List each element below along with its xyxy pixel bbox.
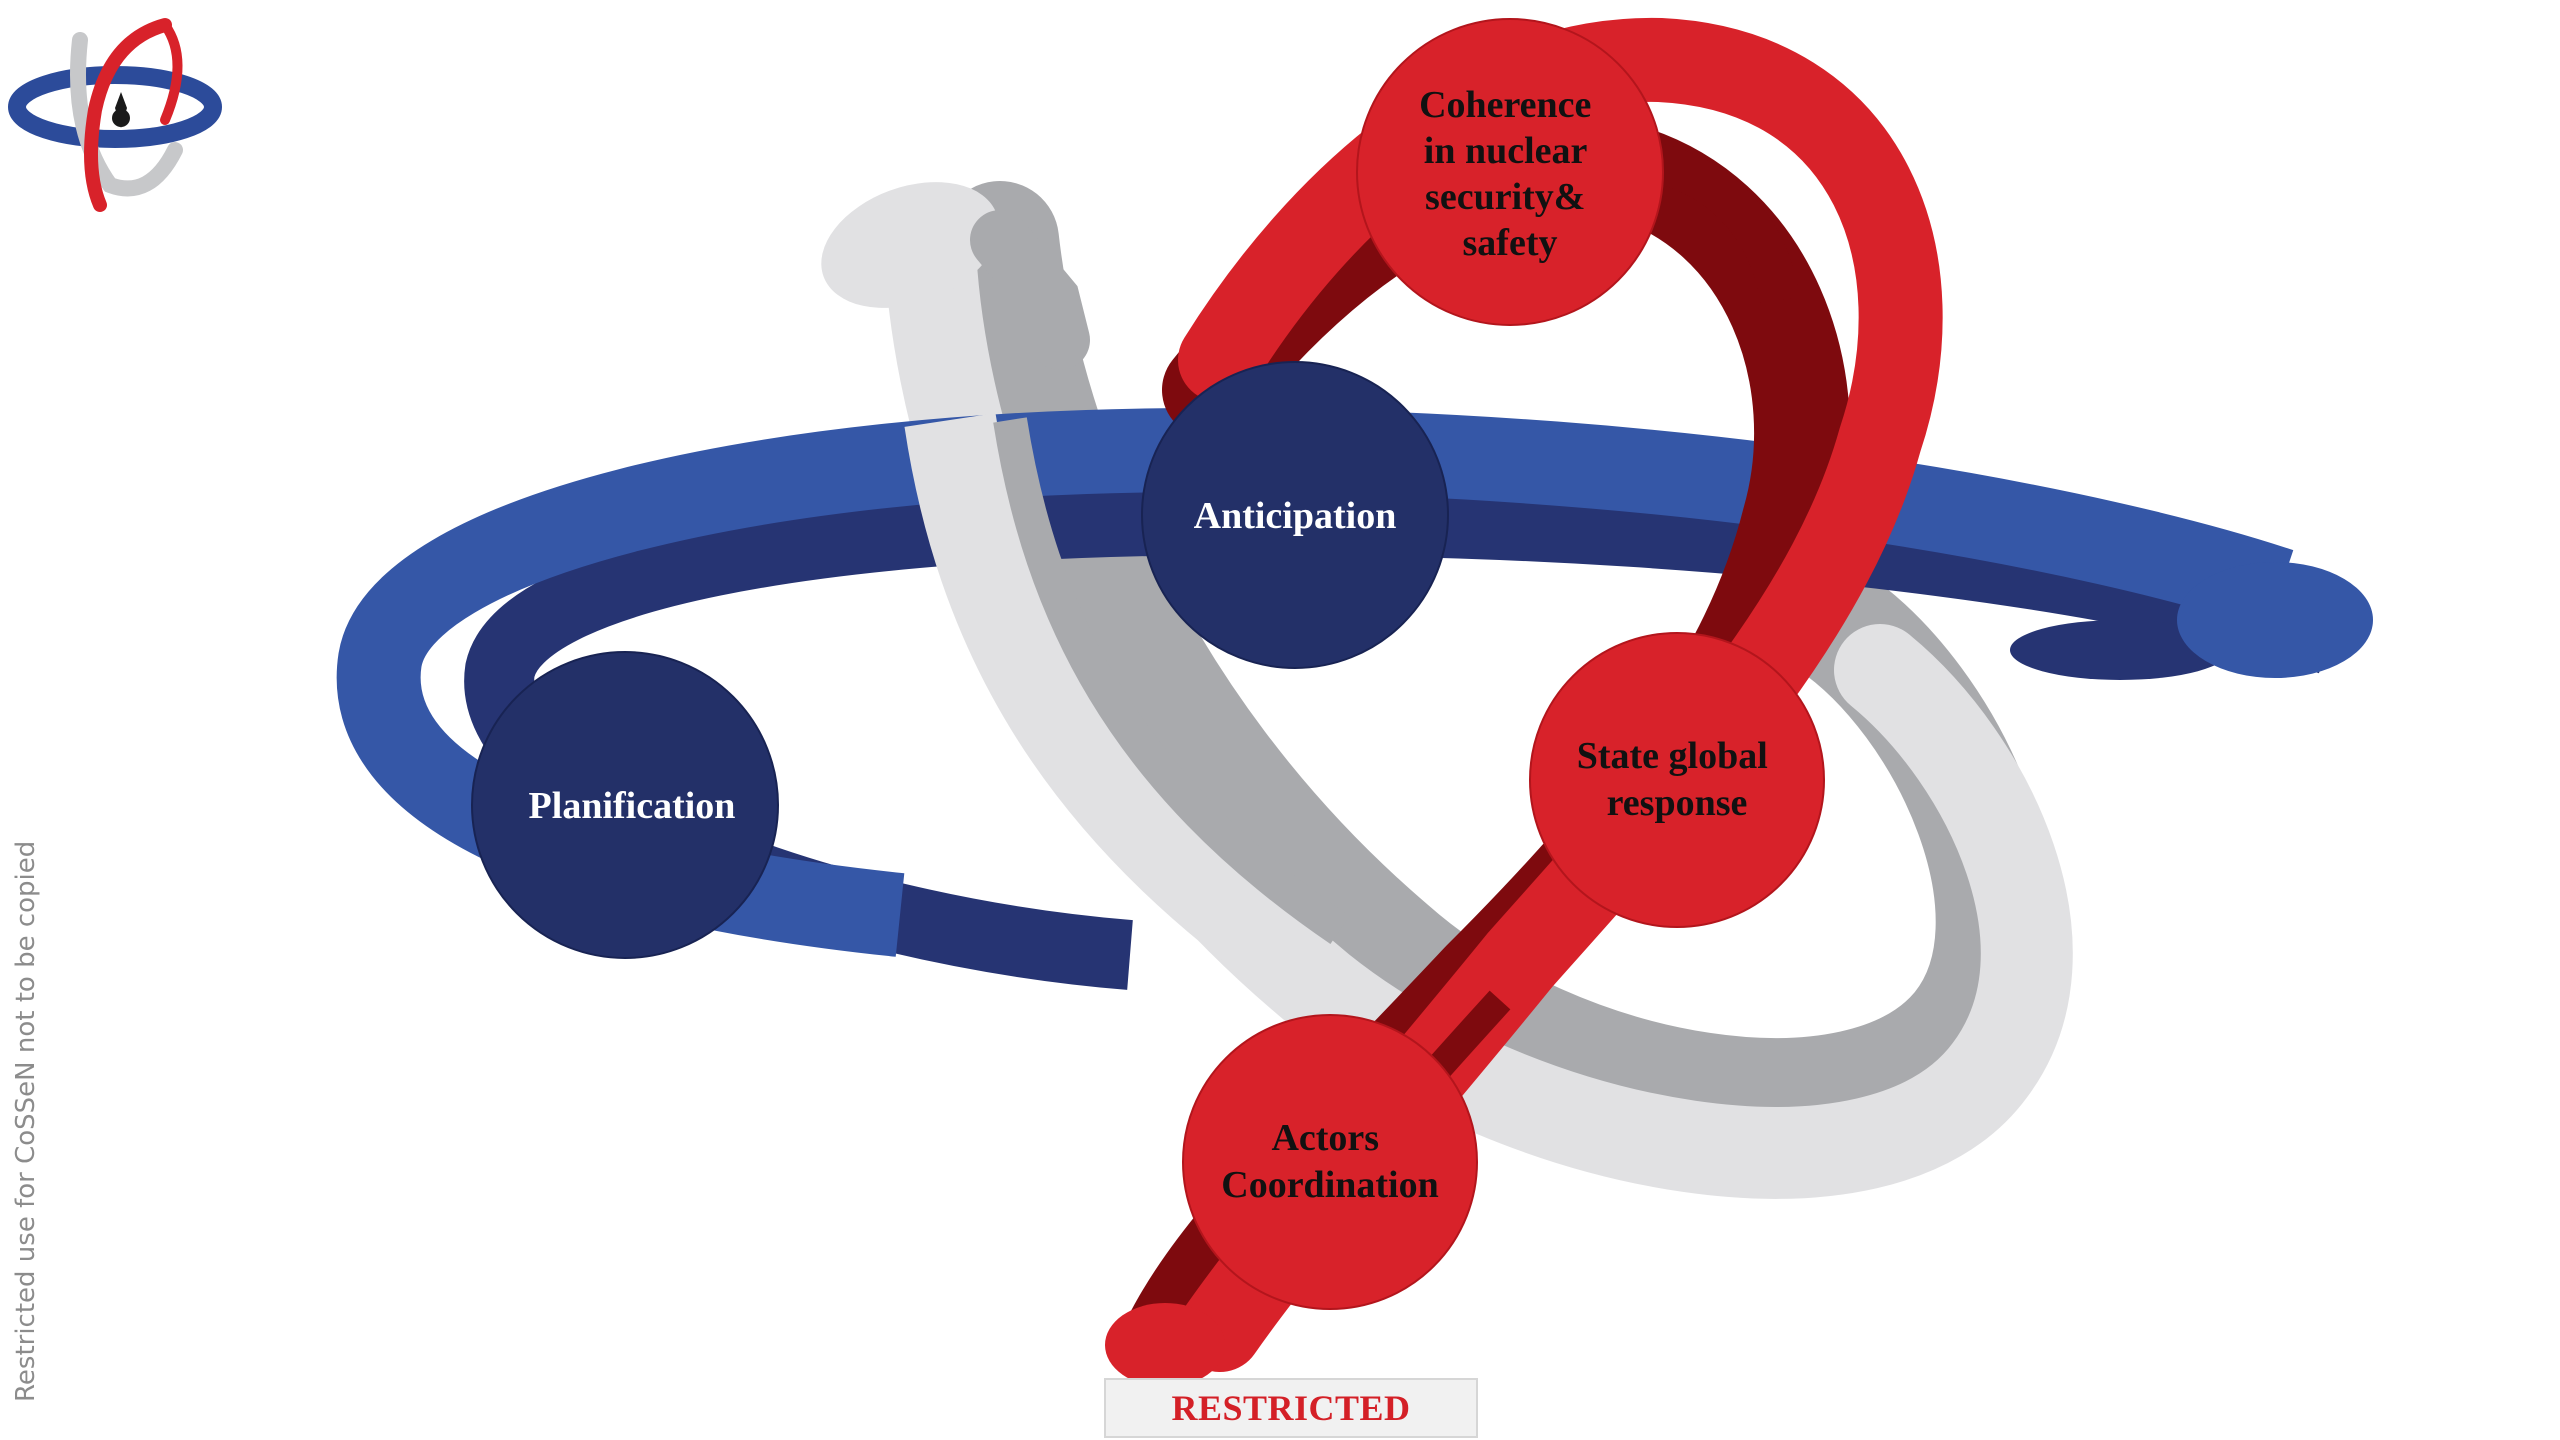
grey-arc-cap	[821, 182, 999, 308]
state-global-line-2: response	[1607, 782, 1748, 824]
svg-text:Coherence in nuclear: Coherence in nuclear security& safety	[1419, 84, 1601, 264]
grey-arc-front	[904, 413, 1327, 998]
svg-text:Anticipation: Anticipation	[1194, 495, 1397, 537]
blue-ring-cap	[2177, 562, 2373, 678]
svg-text:Actors Coordination: Actors Coordination	[1221, 1117, 1438, 1206]
node-planification: Planification	[471, 651, 779, 959]
node-state-global: State global response	[1529, 632, 1825, 928]
side-note: Restricted use for CoSSeN not to be copi…	[11, 840, 41, 1402]
planification-line-1: Planification	[529, 785, 736, 827]
blue-ring-cap-shadow	[2010, 620, 2230, 680]
actors-line-2: Coordination	[1221, 1164, 1438, 1206]
coherence-line-4: safety	[1463, 222, 1558, 264]
restricted-stamp: RESTRICTED	[1104, 1378, 1478, 1438]
red-ribbon-end	[1105, 1303, 1225, 1387]
anticipation-line-1: Anticipation	[1194, 495, 1397, 537]
node-actors: Actors Coordination	[1182, 1014, 1478, 1310]
cossen-logo	[8, 18, 222, 212]
coherence-line-1: Coherence	[1419, 84, 1591, 126]
coherence-line-2: in nuclear	[1424, 130, 1588, 172]
svg-text:State global response: State global response	[1577, 735, 1778, 824]
svg-text:Planification: Planification	[529, 785, 736, 827]
actors-line-1: Actors	[1271, 1117, 1379, 1159]
node-anticipation: Anticipation	[1141, 361, 1449, 669]
node-coherence: Coherence in nuclear security& safety	[1356, 18, 1664, 326]
coherence-line-3: security&	[1425, 176, 1585, 218]
state-global-line-1: State global	[1577, 735, 1768, 777]
